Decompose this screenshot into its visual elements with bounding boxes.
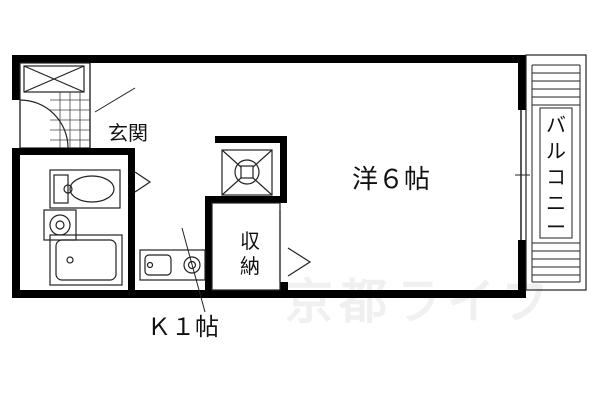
svg-text:京都ライフ: 京都ライフ [285,274,555,330]
toilet [49,169,121,209]
interior-walls [12,136,288,298]
room-label-western-room: 洋６帖 [352,165,430,195]
svg-text:ル: ル [546,139,566,163]
room-label-storage: 収 納 [240,229,260,278]
entrance-area [19,62,91,149]
entrance-tiles [50,92,90,148]
entrance-leader-line [94,87,136,113]
room-label-entrance: 玄関 [108,121,148,145]
bathtub [49,234,123,286]
svg-text:ー: ー [546,215,566,239]
washing-machine-space [221,149,273,196]
outer-walls [12,55,526,298]
room-label-balcony: バ ル コ ニ ー [546,113,566,239]
entrance-door [19,99,69,149]
kitchen-counter [139,249,206,281]
bathroom-door [134,171,152,193]
svg-text:収: 収 [240,229,260,253]
svg-text:納: 納 [240,254,260,278]
svg-text:バ: バ [546,113,566,137]
watermark-logo: 京都ライフ [285,274,555,330]
room-label-kitchen: Ｋ１帖 [147,313,219,341]
svg-text:コ: コ [546,165,566,189]
svg-text:ニ: ニ [546,191,566,215]
balcony-label-backdrop [539,107,573,239]
balcony [515,54,587,291]
kitchen-leader-line [181,227,206,313]
storage-closet [211,202,312,291]
balcony-slats [532,72,580,276]
